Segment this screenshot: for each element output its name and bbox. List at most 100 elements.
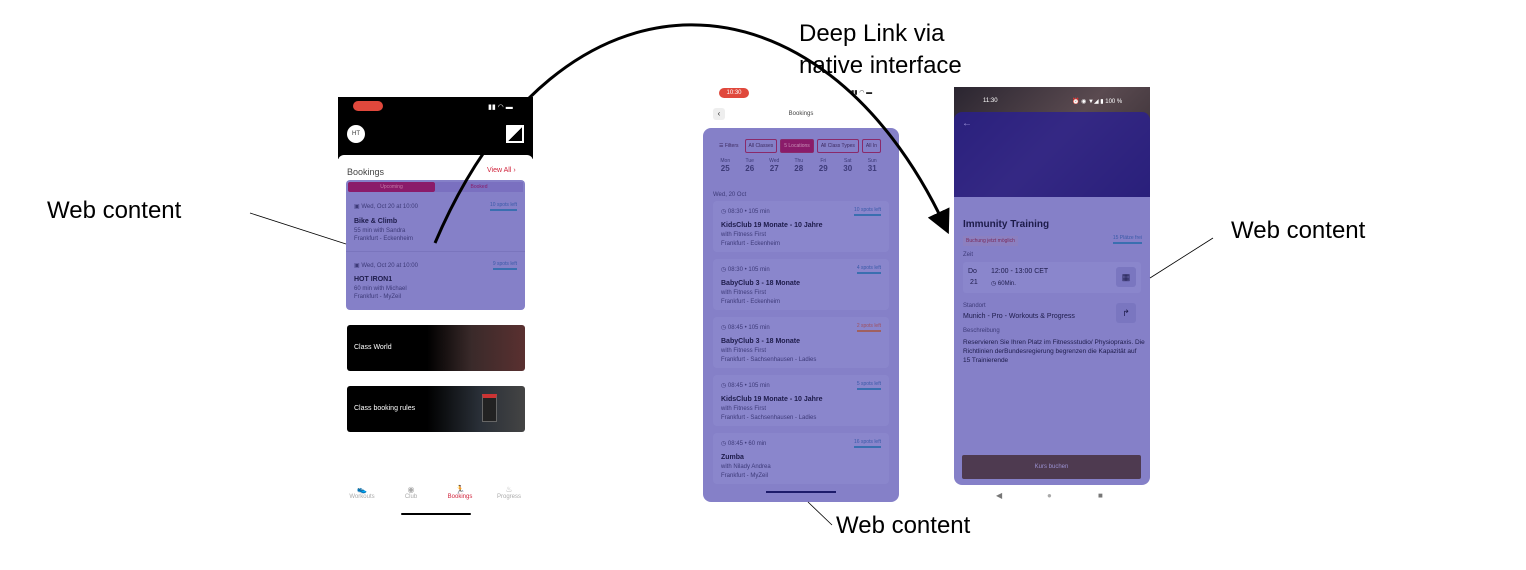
section-title: Bookings: [347, 167, 385, 177]
banner-label: Class World: [354, 344, 392, 351]
back-button[interactable]: ‹: [713, 108, 725, 120]
booking-detail: 55 min with Sandra: [354, 228, 406, 234]
label-web-content-right: Web content: [1231, 217, 1366, 244]
class-time: ◷ 08:30 • 105 min: [721, 267, 770, 273]
class-location: Frankfurt - Eckenheim: [721, 299, 781, 305]
booking-card[interactable]: ▣ Wed, Oct 20 at 10:00 10 spots left Bik…: [346, 194, 525, 252]
label-deep-link: Deep Link via native interface: [799, 18, 962, 82]
brand-logo-icon: [506, 125, 524, 143]
view-all-label: View All: [487, 167, 512, 174]
book-class-button[interactable]: Kurs buchen: [962, 455, 1141, 479]
shoe-icon: 👟: [357, 485, 367, 494]
class-time: ◷ 08:45 • 105 min: [721, 325, 770, 331]
class-title: KidsClub 19 Monate - 10 Jahre: [721, 396, 823, 403]
day-num: 21: [970, 279, 978, 286]
leader-line-right: [1149, 237, 1214, 279]
tab-upcoming[interactable]: Upcoming: [348, 182, 435, 192]
deep-link-arrow: [433, 23, 950, 244]
tab-bar: 👟Workouts ◉Club 🏃Bookings ♨Progress: [338, 485, 533, 520]
spots-left: 9 spots left: [492, 261, 517, 270]
booking-location: Frankfurt - MyZeil: [354, 294, 402, 300]
android-home-icon[interactable]: ●: [1047, 491, 1052, 500]
tab-booked[interactable]: Booked: [435, 182, 523, 192]
view-all-link[interactable]: View All ›: [487, 167, 516, 174]
duration: ◷ 60Min.: [991, 281, 1016, 287]
deep-link-line2: native interface: [799, 52, 962, 79]
booking-status-badge: Buchung jetzt möglich: [963, 236, 1018, 246]
beschreibung-text: Reservieren Sie Ihren Platz im Fitnessst…: [963, 339, 1145, 364]
avatar[interactable]: HT: [347, 125, 365, 143]
class-trainer: with Fitness First: [721, 406, 767, 412]
status-time: 11:30: [983, 98, 998, 104]
spots-left: 10 spots left: [490, 202, 517, 211]
calendar-icon[interactable]: ▦: [1116, 267, 1136, 287]
android-back-icon[interactable]: ◀: [996, 491, 1003, 500]
flame-icon: ♨: [505, 485, 513, 494]
back-arrow-icon[interactable]: ←: [962, 118, 972, 129]
class-location: Frankfurt - Sachsenhausen - Ladies: [721, 357, 817, 363]
booking-date: ▣ Wed, Oct 20 at 10:00: [354, 263, 418, 269]
deep-link-line1: Deep Link via: [799, 20, 945, 47]
nav-bookings[interactable]: 🏃Bookings: [440, 485, 480, 500]
booking-card[interactable]: ▣ Wed, Oct 20 at 10:00 9 spots left HOT …: [346, 253, 525, 308]
class-title: BabyClub 3 - 18 Monate: [721, 338, 800, 345]
status-icons: ⏰ ◉ ▼◢ ▮ 100 %: [1072, 99, 1123, 105]
banner-class-booking-rules[interactable]: Class booking rules: [347, 386, 525, 432]
standort-value: Munich - Pro - Workouts & Progress: [963, 313, 1075, 320]
home-indicator: [401, 513, 471, 515]
banner-class-world[interactable]: Class World: [347, 325, 525, 371]
label-web-content-middle: Web content: [836, 512, 971, 539]
phone-android-class-detail: 11:30 ⏰ ◉ ▼◢ ▮ 100 % ← Immunity Training…: [954, 87, 1150, 507]
class-location: Frankfurt - Eckenheim: [721, 241, 781, 247]
class-location: Frankfurt - Sachsenhausen - Ladies: [721, 415, 817, 421]
status-time: 10:30: [719, 88, 749, 98]
status-icons: ▮▮ ◠ ▬: [851, 90, 873, 96]
booking-title: Bike & Climb: [354, 218, 398, 225]
beschreibung-label: Beschreibung: [963, 328, 1000, 334]
filter-chip[interactable]: 5 Locations: [780, 139, 814, 153]
banner-label: Class booking rules: [354, 405, 416, 412]
standort-label: Standort: [963, 303, 986, 309]
class-trainer: with Fitness First: [721, 290, 767, 296]
location-icon: ◉: [407, 485, 415, 494]
filter-chip[interactable]: All Classes: [744, 139, 778, 153]
directions-icon[interactable]: ↱: [1116, 303, 1136, 323]
class-trainer: with Fitness First: [721, 232, 767, 238]
nav-club[interactable]: ◉Club: [391, 485, 431, 500]
class-title: Immunity Training: [963, 219, 1050, 230]
class-trainer: with Nilady Andrea: [721, 464, 771, 470]
class-title: BabyClub 3 - 18 Monate: [721, 280, 800, 287]
recording-indicator: [353, 101, 383, 111]
spots-left: 10 spots left: [854, 207, 881, 216]
class-title: Zumba: [721, 454, 744, 461]
android-recents-icon[interactable]: ■: [1098, 491, 1103, 500]
home-indicator: [766, 491, 836, 493]
web-content-bookings: Upcoming Booked ▣ Wed, Oct 20 at 10:00 1…: [346, 180, 525, 310]
spots-left: 16 spots left: [854, 439, 881, 448]
filter-chip[interactable]: All In: [861, 139, 882, 153]
class-time: ◷ 08:45 • 60 min: [721, 441, 767, 447]
filters-button[interactable]: ☰ Filters: [719, 143, 739, 149]
time-box: Do 21 12:00 - 13:00 CET ◷ 60Min. ▦: [963, 262, 1141, 293]
spots-free: 15 Plätze frei: [1112, 235, 1142, 244]
date-header: Wed, 20 Oct: [713, 192, 747, 198]
nav-progress[interactable]: ♨Progress: [489, 485, 529, 500]
nav-workouts[interactable]: 👟Workouts: [342, 485, 382, 500]
class-title: KidsClub 19 Monate - 10 Jahre: [721, 222, 823, 229]
spots-left: 4 spots left: [856, 265, 881, 274]
filter-chip[interactable]: All Class Types: [816, 139, 859, 153]
